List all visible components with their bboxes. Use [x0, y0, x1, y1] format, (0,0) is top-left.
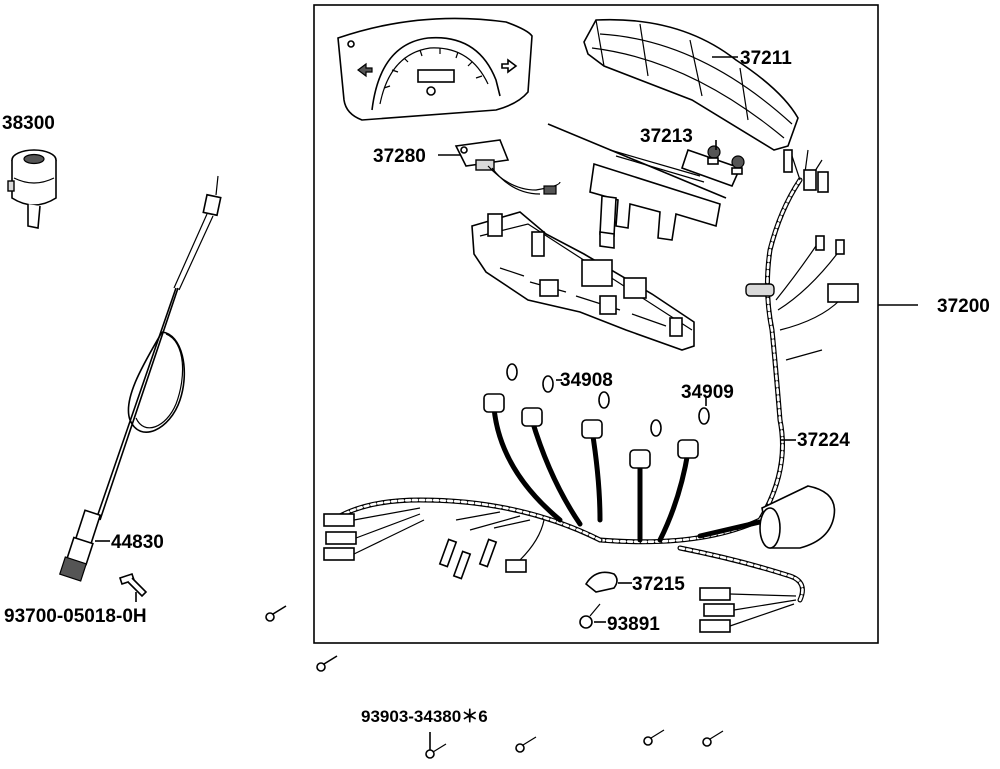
label-37211: 37211 [740, 48, 792, 69]
speedometer-face-icon [337, 17, 533, 121]
label-37213: 37213 [640, 126, 693, 147]
label-37280: 37280 [373, 146, 426, 167]
loose-screw-icon [316, 655, 338, 672]
screw-93903-icon [425, 732, 447, 759]
assembly-frame [313, 4, 879, 644]
part-37211-lens-icon [583, 18, 799, 151]
label-38300: 38300 [2, 113, 55, 134]
loose-screw-icon [265, 605, 287, 622]
label-34908: 34908 [560, 370, 613, 391]
screw-93891-icon [579, 603, 601, 629]
part-37280-sensor-icon [454, 139, 561, 195]
label-93891: 93891 [607, 614, 660, 635]
screw-93700-icon [118, 572, 148, 602]
label-34909: 34909 [681, 382, 734, 403]
label-93903: 93903-34380＊6 [361, 707, 488, 726]
instrument-housing-icon [471, 211, 695, 351]
label-37224: 37224 [797, 430, 850, 451]
part-37213-socket-icon [680, 145, 745, 188]
label-44830: 44830 [111, 532, 164, 553]
part-38300-icon [7, 149, 57, 229]
gauge-backplate-icon [547, 123, 727, 249]
screw-93903-icon [702, 730, 724, 747]
screw-93903-icon [515, 736, 537, 753]
part-44830-cable-icon [59, 175, 222, 582]
screw-93903-icon [643, 729, 665, 746]
label-93700: 93700-05018-0H [4, 606, 147, 627]
label-37200: 37200 [937, 296, 990, 317]
harness-37224-icon [323, 149, 859, 633]
label-37215: 37215 [632, 574, 685, 595]
